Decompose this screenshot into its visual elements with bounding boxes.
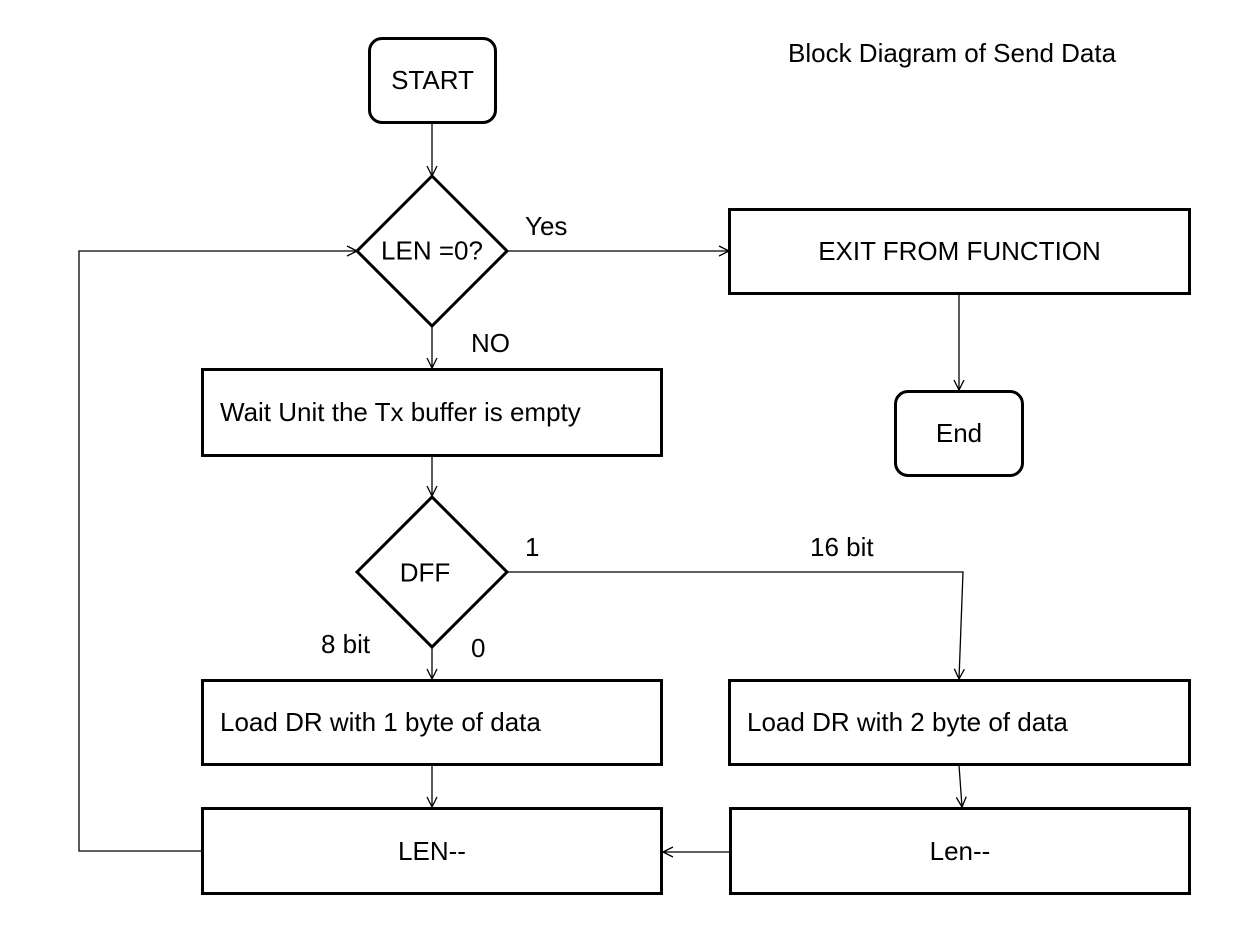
len-dec-left-node: LEN--	[201, 807, 663, 895]
one-label: 1	[525, 532, 540, 562]
sixteen-bit-label: 16 bit	[810, 532, 874, 562]
yes-label: Yes	[525, 211, 568, 241]
load2-node: Load DR with 2 byte of data	[728, 679, 1191, 766]
load1-node: Load DR with 1 byte of data	[201, 679, 663, 766]
end-node: End	[894, 390, 1024, 477]
start-node: START	[368, 37, 497, 124]
len-dec-right-node: Len--	[729, 807, 1191, 895]
dff-diamond	[354, 494, 510, 650]
edge-dff-to-load2	[507, 571, 963, 679]
edge-load2-to-len-dec-right	[959, 764, 962, 807]
wait-node: Wait Unit the Tx buffer is empty	[201, 368, 663, 457]
no-label: NO	[471, 328, 510, 358]
len-check-label: LEN =0?	[381, 235, 483, 266]
len-check-diamond	[354, 173, 510, 329]
diagram-title: Block Diagram of Send Data	[788, 38, 1117, 68]
edge-loop-back-to-len-check	[78, 251, 357, 852]
eight-bit-label: 8 bit	[321, 629, 371, 659]
dff-label: DFF	[399, 557, 451, 588]
exit-node: EXIT FROM FUNCTION	[728, 208, 1191, 295]
zero-label: 0	[471, 633, 486, 663]
